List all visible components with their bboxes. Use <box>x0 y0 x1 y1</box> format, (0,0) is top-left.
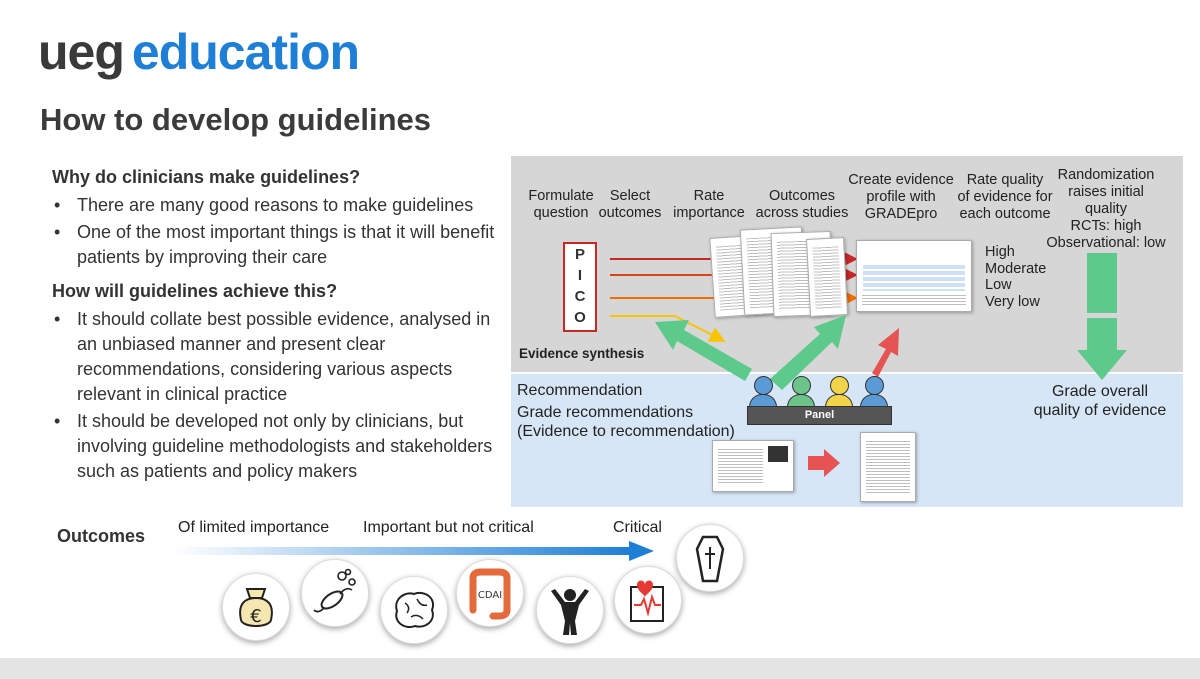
step-text: GRADEpro <box>864 206 938 222</box>
grade-recommendations-label: Grade recommendations (Evidence to recom… <box>517 403 735 441</box>
step-formulate-question: Formulate question <box>522 188 600 222</box>
important-not-critical-label: Important but not critical <box>363 519 534 536</box>
cdai-label: CDAI <box>478 590 502 601</box>
quality-very-low: Very low <box>985 293 1040 310</box>
step-text: across studies <box>755 205 849 221</box>
grade-overall-line: quality of evidence <box>1033 402 1167 419</box>
green-arrow-down-head <box>1077 350 1127 380</box>
coral-arrow-right <box>808 449 840 477</box>
step-text: question <box>533 205 589 221</box>
pico-arrow-yellow <box>610 315 726 342</box>
step-text: Select <box>609 188 651 204</box>
step-text: Rate quality <box>966 172 1044 188</box>
importance-gradient-arrow <box>174 541 654 561</box>
evidence-profile-document <box>856 240 972 312</box>
green-arrow-down-shaft-bottom <box>1087 318 1117 350</box>
ct-image-icon <box>768 446 788 462</box>
step-text: importance <box>673 205 745 221</box>
bullet-item: It should collate best possible evidence… <box>52 307 502 407</box>
grade-recs-line: Grade recommendations <box>517 404 694 421</box>
coffin-icon <box>676 524 744 592</box>
euro-symbol: € <box>250 606 261 627</box>
step-text: Rate <box>693 188 725 204</box>
step-text: quality <box>1085 201 1127 217</box>
quality-levels: High Moderate Low Very low <box>985 244 1046 310</box>
step-create-evidence-profile: Create evidence profile with GRADEpro <box>847 172 955 223</box>
recommendation-label: Recommendation <box>517 382 643 399</box>
logo-ueg: ueg <box>38 24 125 80</box>
green-arrow-right <box>770 315 846 390</box>
recommendation-document <box>712 440 794 492</box>
quality-moderate: Moderate <box>985 260 1047 277</box>
evidence-synthesis-label: Evidence synthesis <box>519 346 645 361</box>
person-icon <box>536 576 604 644</box>
green-arrow-left <box>655 320 752 381</box>
how-bullets: It should collate best possible evidence… <box>52 307 502 484</box>
heart-monitor-icon <box>614 566 682 634</box>
bullet-item: One of the most important things is that… <box>52 220 502 270</box>
money-bag-icon: € <box>222 573 290 641</box>
step-rate-quality: Rate quality of evidence for each outcom… <box>955 172 1055 223</box>
step-text: each outcome <box>959 206 1051 222</box>
step-text: Randomization <box>1057 167 1155 183</box>
bacteria-icon <box>301 559 369 627</box>
bullet-item: It should be developed not only by clini… <box>52 409 502 484</box>
step-text: RCTs: high <box>1070 218 1142 234</box>
step-outcomes-across-studies: Outcomes across studies <box>752 188 852 222</box>
bullet-item: There are many good reasons to make guid… <box>52 193 502 218</box>
quality-high: High <box>985 244 1015 260</box>
person-icon <box>865 376 884 395</box>
person-icon <box>830 376 849 395</box>
pico-i: I <box>577 267 583 284</box>
step-text: Outcomes <box>768 188 836 204</box>
colon-icon: CDAI <box>456 559 524 627</box>
step-randomization: Randomization raises initial quality RCT… <box>1042 167 1170 252</box>
pico-box: P I C O <box>563 242 597 332</box>
step-text: of evidence for <box>957 189 1053 205</box>
question-why: Why do clinicians make guidelines? <box>52 167 361 187</box>
logo-education: education <box>131 24 360 80</box>
question-how: How will guidelines achieve this? <box>52 281 338 301</box>
outcomes-label: Outcomes <box>57 526 146 546</box>
pico-o: O <box>574 309 586 326</box>
footer-band <box>0 658 1200 679</box>
page-title: How to develop guidelines <box>40 102 431 137</box>
why-bullets: There are many good reasons to make guid… <box>52 193 502 270</box>
panel-table: Panel <box>747 406 892 425</box>
critical-label: Critical <box>613 519 662 536</box>
grade-overall-label: Grade overall quality of evidence <box>1025 382 1175 420</box>
person-icon <box>792 376 811 395</box>
step-text: Formulate <box>528 188 594 204</box>
pico-p: P <box>574 246 585 263</box>
step-text: Create evidence <box>848 172 954 188</box>
person-icon <box>754 376 773 395</box>
panel-people <box>748 376 893 411</box>
step-text: profile with <box>866 189 936 205</box>
pico-c: C <box>574 288 586 305</box>
step-text: raises initial <box>1068 184 1144 200</box>
step-text: outcomes <box>598 205 662 221</box>
limited-importance-label: Of limited importance <box>178 519 330 536</box>
coral-arrow-up <box>872 328 899 377</box>
step-text: Observational: low <box>1046 235 1166 251</box>
grade-recs-line: (Evidence to recommendation) <box>517 423 735 440</box>
green-arrow-down-shaft-top <box>1087 253 1117 313</box>
quality-low: Low <box>985 277 1012 293</box>
step-rate-importance: Rate importance <box>669 188 749 222</box>
guideline-document <box>860 432 916 502</box>
grade-overall-line: Grade overall <box>1051 383 1149 400</box>
brain-icon <box>380 576 448 644</box>
step-select-outcomes: Select outcomes <box>597 188 663 222</box>
left-text-block: Why do clinicians make guidelines? There… <box>52 165 502 484</box>
